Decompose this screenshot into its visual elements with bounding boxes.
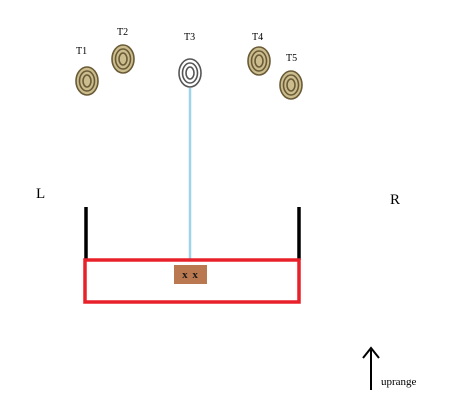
target-t4[interactable] [247, 46, 271, 76]
uprange-arrow-icon [362, 346, 380, 359]
uprange-label: uprange [381, 376, 417, 388]
center-marker [174, 265, 207, 284]
target-label-t3: T3 [184, 32, 195, 43]
target-t2[interactable] [111, 44, 135, 74]
target-label-t1: T1 [76, 46, 87, 57]
target-t3[interactable] [178, 58, 202, 88]
target-label-t2: T2 [117, 27, 128, 38]
target-t5[interactable] [279, 70, 303, 100]
target-t1[interactable] [75, 66, 99, 96]
target-label-t4: T4 [252, 32, 263, 43]
target-label-t5: T5 [286, 53, 297, 64]
center-marker-label: x x [182, 269, 199, 281]
left-side-label: L [36, 186, 45, 202]
shooting-position-box[interactable] [83, 258, 301, 304]
right-side-label: R [390, 192, 400, 208]
